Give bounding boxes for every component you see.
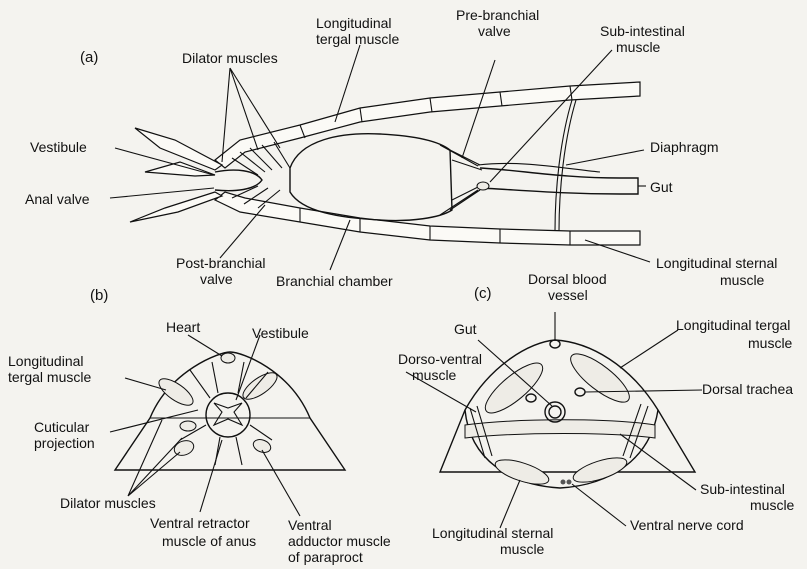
label-anal-valve: Anal valve: [25, 191, 90, 207]
panel-label-c: (c): [474, 285, 492, 302]
label-long-tergal-a-2: tergal muscle: [316, 31, 399, 47]
label-long-sternal-c-1: Longitudinal sternal: [432, 525, 553, 541]
label-ventral-retractor-1: Ventral retractor: [150, 515, 250, 531]
panel-label-a: (a): [80, 49, 98, 66]
label-prebranchial-2: valve: [478, 23, 511, 39]
label-cuticular-1: Cuticular: [34, 419, 90, 435]
label-dorsal-blood-1: Dorsal blood: [528, 271, 607, 287]
panel-b-drawing: [115, 352, 345, 470]
label-subintestinal-c-2: muscle: [750, 497, 795, 513]
label-long-tergal-b-1: Longitudinal: [8, 353, 84, 369]
label-dorso-ventral-1: Dorso-ventral: [398, 351, 482, 367]
label-long-tergal-a-1: Longitudinal: [316, 15, 392, 31]
label-ventral-adductor-3: of paraproct: [288, 549, 363, 565]
label-ventral-adductor-1: Ventral: [288, 517, 332, 533]
label-dorsal-trachea: Dorsal trachea: [702, 381, 793, 397]
label-dorso-ventral-2: muscle: [412, 367, 457, 383]
label-long-sternal-a-2: muscle: [720, 272, 765, 288]
label-subintestinal-a-2: muscle: [616, 39, 661, 55]
label-subintestinal-a-1: Sub-intestinal: [600, 23, 685, 39]
panel-a-drawing: [130, 82, 640, 245]
panel-label-b: (b): [90, 287, 108, 304]
label-dilator-muscles-b: Dilator muscles: [60, 495, 156, 511]
label-heart: Heart: [166, 319, 200, 335]
label-postbranchial-1: Post-branchial: [176, 255, 266, 271]
label-long-tergal-c-2: muscle: [748, 335, 793, 351]
label-long-tergal-b-2: tergal muscle: [8, 369, 91, 385]
label-cuticular-2: projection: [34, 435, 95, 451]
label-vestibule-a: Vestibule: [30, 139, 87, 155]
label-branchial-chamber: Branchial chamber: [276, 273, 393, 289]
label-long-sternal-c-2: muscle: [500, 541, 545, 557]
label-gut-c: Gut: [454, 321, 477, 337]
label-vestibule-b: Vestibule: [252, 325, 309, 341]
label-dorsal-blood-2: vessel: [548, 287, 588, 303]
label-postbranchial-2: valve: [200, 271, 233, 287]
label-long-sternal-a-1: Longitudinal sternal: [656, 255, 777, 271]
label-ventral-adductor-2: adductor muscle: [288, 533, 391, 549]
label-gut-a: Gut: [650, 179, 673, 195]
label-ventral-nerve: Ventral nerve cord: [630, 517, 744, 533]
label-ventral-retractor-2: muscle of anus: [162, 533, 256, 549]
label-diaphragm: Diaphragm: [650, 139, 718, 155]
label-dilator-muscles-a: Dilator muscles: [182, 50, 278, 66]
label-long-tergal-c-1: Longitudinal tergal: [676, 317, 790, 333]
label-prebranchial-1: Pre-branchial: [456, 7, 539, 23]
label-subintestinal-c-1: Sub-intestinal: [700, 481, 785, 497]
